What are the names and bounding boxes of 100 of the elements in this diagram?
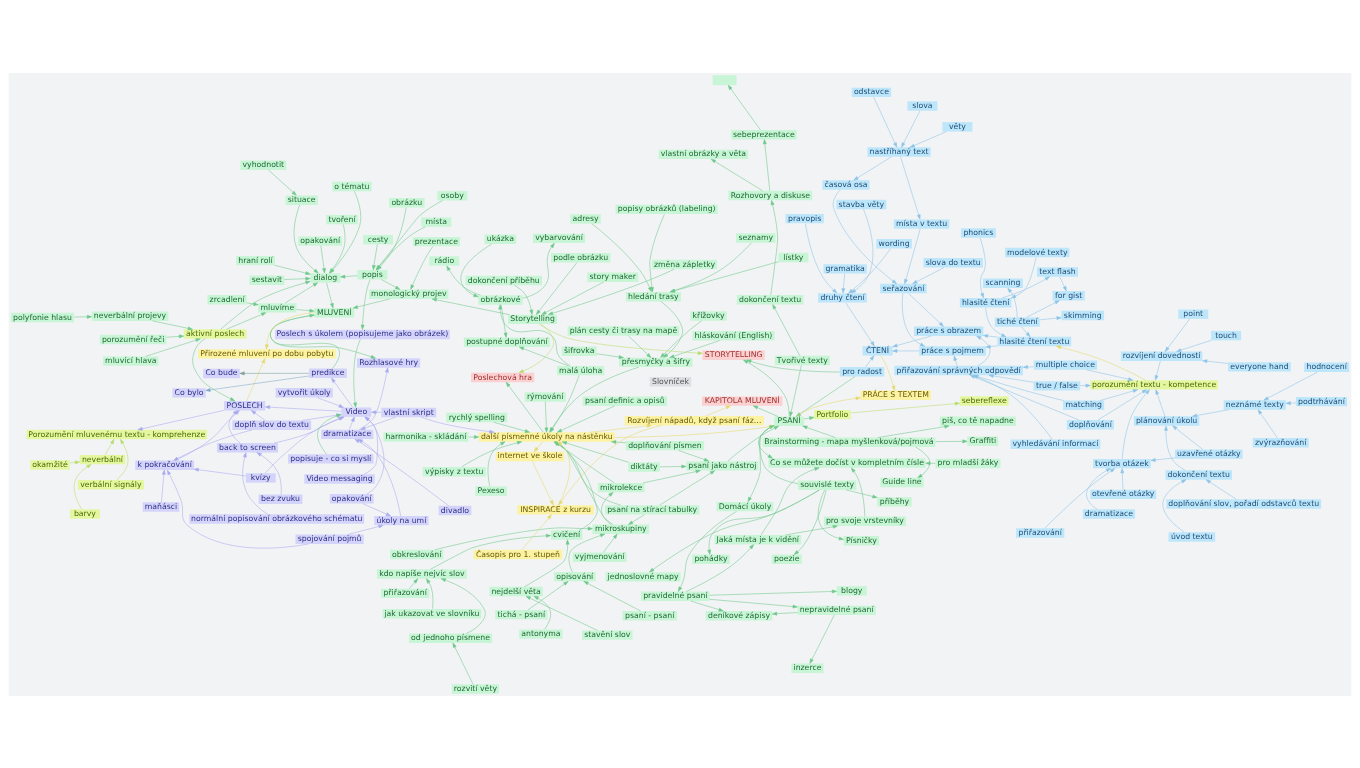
arrow [358,367,389,430]
arrow [873,96,898,148]
arrow [628,513,645,525]
arrow [1164,425,1186,470]
arrow [505,381,544,432]
arrow [976,335,991,366]
arrow [329,190,362,273]
arrow [1039,315,1062,320]
arrow [256,451,282,495]
arrow [912,266,945,284]
arrow [352,298,391,309]
arrow [909,130,947,148]
arrow [362,502,391,516]
arrow [340,274,358,278]
arrow [493,421,530,433]
arrow [1150,457,1176,462]
arrow [274,264,311,275]
arrow [284,276,311,280]
arrow [1121,388,1150,459]
arrow [320,245,326,273]
arrow [410,245,434,290]
arrow [877,424,950,438]
arrow [805,222,838,293]
arrow [104,438,115,455]
arrow [518,323,554,373]
arrow [116,438,129,480]
arrow [296,308,315,312]
arrow [853,156,892,180]
arrow [360,278,371,330]
arrow [524,539,570,587]
arrow [953,355,958,366]
arrow [228,409,241,443]
arrow [851,208,874,293]
arrow [770,199,778,295]
arrow [326,281,334,308]
arrow [284,281,318,303]
arrow [649,489,820,572]
arrow [642,469,701,483]
arrow [901,110,921,148]
arrow [525,595,598,631]
arrow [349,416,355,430]
arrow [363,416,378,475]
arrow [669,339,720,358]
arrow [902,292,925,347]
arrow [809,614,835,664]
arrow [440,577,486,634]
arrow [841,272,846,293]
arrow [979,237,986,298]
arrow [145,337,201,357]
arrow [421,416,495,434]
arrow [908,292,944,327]
arrow [220,280,311,329]
arrow [772,303,801,356]
arrow [678,449,710,461]
arrow [1007,287,1018,318]
arrow [793,489,827,555]
arrow [1205,478,1237,499]
arrow [803,415,815,420]
arrow [832,189,897,284]
arrow [1155,388,1166,417]
arrow [611,439,627,444]
arrow [892,348,920,353]
arrow [603,533,618,553]
arrow [452,642,474,684]
arrow [660,300,683,358]
arrow [364,416,385,494]
arrow [166,334,184,338]
arrow [536,261,578,315]
arrow [544,400,549,433]
arrow [591,222,652,292]
arrow [925,460,936,465]
arrow [743,359,790,417]
arrow [1086,467,1111,509]
arrow [678,510,737,592]
arrow [659,464,687,468]
arrow [1263,371,1318,400]
arrow [293,204,319,273]
arrow [514,284,534,315]
arrow [846,489,878,498]
arrow [1120,467,1125,490]
arrow [589,423,652,433]
arrow [709,589,837,596]
arrow [904,228,921,284]
arrow [1026,299,1060,318]
arrow [659,469,715,505]
arrow [371,409,382,414]
arrow [161,469,166,502]
arrow [865,354,875,367]
arrow [446,265,481,295]
arrow [205,375,310,392]
arrow [409,578,418,589]
arrow [460,243,493,297]
arrow [1022,364,1034,369]
arrow [1154,360,1161,380]
arrow [265,311,315,349]
arrow [268,169,297,196]
arrow [192,338,236,401]
arrow [265,404,342,412]
arrow [583,580,641,611]
arrow [521,513,552,550]
